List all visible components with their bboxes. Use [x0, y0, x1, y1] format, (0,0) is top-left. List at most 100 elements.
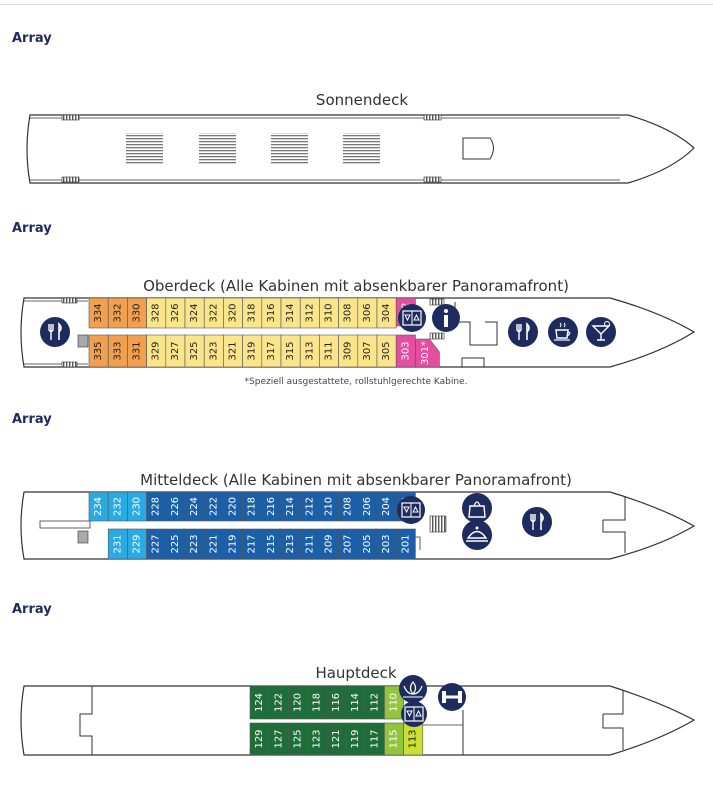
cabin-207[interactable]: 207: [338, 528, 359, 560]
cabin-204[interactable]: 204: [376, 491, 397, 522]
cabin-330[interactable]: 330: [127, 297, 147, 329]
cabin-201[interactable]: 201: [395, 528, 416, 560]
cabin-number: 333: [112, 341, 123, 360]
cabin-119[interactable]: 119: [345, 722, 366, 756]
cabin-304[interactable]: 304: [376, 297, 397, 329]
cabin-321[interactable]: 321: [223, 334, 243, 368]
stairs-icon: [61, 361, 78, 368]
cabin-331[interactable]: 331: [127, 334, 147, 368]
cabin-203[interactable]: 203: [376, 528, 397, 560]
cabin-320[interactable]: 320: [223, 297, 243, 329]
cabin-213[interactable]: 213: [280, 528, 301, 560]
cabin-212[interactable]: 212: [299, 491, 320, 522]
cabin-308[interactable]: 308: [338, 297, 359, 329]
stairs-icon: [61, 176, 80, 183]
cabin-306[interactable]: 306: [357, 297, 378, 329]
cabin-312[interactable]: 312: [299, 297, 320, 329]
spa-icon: [399, 675, 427, 703]
stairs-icon: [429, 515, 447, 533]
cabin-227[interactable]: 227: [146, 528, 167, 560]
cabin-323[interactable]: 323: [203, 334, 224, 368]
cabin-322[interactable]: 322: [203, 297, 224, 329]
cabin-232[interactable]: 232: [107, 491, 128, 522]
cabin-number: 120: [293, 693, 304, 712]
cabin-229[interactable]: 229: [127, 528, 147, 560]
cabin-216[interactable]: 216: [261, 491, 282, 522]
cabin-221[interactable]: 221: [203, 528, 224, 560]
cabin-325[interactable]: 325: [184, 334, 205, 368]
cabin-334[interactable]: 334: [88, 297, 109, 329]
cabin-118[interactable]: 118: [307, 685, 328, 720]
cabin-125[interactable]: 125: [288, 722, 308, 756]
cabin-number: 328: [151, 303, 162, 322]
elevator-icon: [398, 304, 426, 332]
cabin-329[interactable]: 329: [146, 334, 167, 368]
cabin-120[interactable]: 120: [288, 685, 308, 720]
cabin-number: 129: [254, 729, 265, 748]
cabin-226[interactable]: 226: [165, 491, 186, 522]
cabin-224[interactable]: 224: [184, 491, 205, 522]
cabin-223[interactable]: 223: [184, 528, 205, 560]
cabin-332[interactable]: 332: [107, 297, 128, 329]
cabin-218[interactable]: 218: [242, 491, 263, 522]
cabin-231[interactable]: 231: [107, 528, 128, 560]
cabin-215[interactable]: 215: [261, 528, 282, 560]
cabin-117[interactable]: 117: [364, 722, 385, 756]
cabin-number: 304: [381, 303, 392, 322]
cabin-311[interactable]: 311: [319, 334, 339, 368]
cabin-211[interactable]: 211: [299, 528, 320, 560]
cabin-205[interactable]: 205: [357, 528, 378, 560]
cabin-113[interactable]: 113: [403, 722, 424, 756]
cabin-122[interactable]: 122: [268, 685, 289, 720]
cabin-206[interactable]: 206: [357, 491, 378, 522]
cabin-115[interactable]: 115: [384, 722, 404, 756]
info-icon: [432, 304, 460, 332]
cabin-110[interactable]: 110: [384, 685, 404, 720]
cabin-112[interactable]: 112: [364, 685, 385, 720]
cabin-210[interactable]: 210: [319, 491, 339, 522]
cabin-318[interactable]: 318: [242, 297, 263, 329]
cabin-box: [415, 338, 440, 368]
cabin-333[interactable]: 333: [107, 334, 128, 368]
cabin-number: 207: [343, 534, 354, 553]
cabin-225[interactable]: 225: [165, 528, 186, 560]
cabin-129[interactable]: 129: [249, 722, 270, 756]
cabin-209[interactable]: 209: [319, 528, 339, 560]
cabin-316[interactable]: 316: [261, 297, 282, 329]
cabin-121[interactable]: 121: [326, 722, 347, 756]
cabin-315[interactable]: 315: [280, 334, 301, 368]
cabin-319[interactable]: 319: [242, 334, 263, 368]
cabin-214[interactable]: 214: [280, 491, 301, 522]
cabin-327[interactable]: 327: [165, 334, 186, 368]
cabin-313[interactable]: 313: [299, 334, 320, 368]
cabin-309[interactable]: 309: [338, 334, 359, 368]
cabin-314[interactable]: 314: [280, 297, 301, 329]
cabin-228[interactable]: 228: [146, 491, 167, 522]
cabin-number: 310: [324, 303, 335, 322]
cabin-124[interactable]: 124: [249, 685, 270, 720]
cabin-114[interactable]: 114: [345, 685, 366, 720]
cabin-number: 326: [170, 303, 181, 322]
cabin-234[interactable]: 234: [88, 491, 109, 522]
cabin-219[interactable]: 219: [223, 528, 243, 560]
cabin-208[interactable]: 208: [338, 491, 359, 522]
cabin-number: 315: [285, 341, 296, 360]
cabin-127[interactable]: 127: [268, 722, 289, 756]
cabin-324[interactable]: 324: [184, 297, 205, 329]
cabin-number: 320: [228, 303, 239, 322]
cabin-305[interactable]: 305: [376, 334, 397, 368]
cabin-303[interactable]: 303: [395, 334, 416, 368]
cabin-217[interactable]: 217: [242, 528, 263, 560]
cabin-326[interactable]: 326: [165, 297, 186, 329]
cabin-116[interactable]: 116: [326, 685, 347, 720]
cabin-328[interactable]: 328: [146, 297, 167, 329]
cabin-230[interactable]: 230: [127, 491, 147, 522]
cabin-310[interactable]: 310: [319, 297, 339, 329]
sunbed-area: [271, 133, 308, 164]
cabin-307[interactable]: 307: [357, 334, 378, 368]
cabin-220[interactable]: 220: [223, 491, 243, 522]
cabin-123[interactable]: 123: [307, 722, 328, 756]
cabin-222[interactable]: 222: [203, 491, 224, 522]
cabin-335[interactable]: 335: [88, 334, 109, 368]
cabin-317[interactable]: 317: [261, 334, 282, 368]
